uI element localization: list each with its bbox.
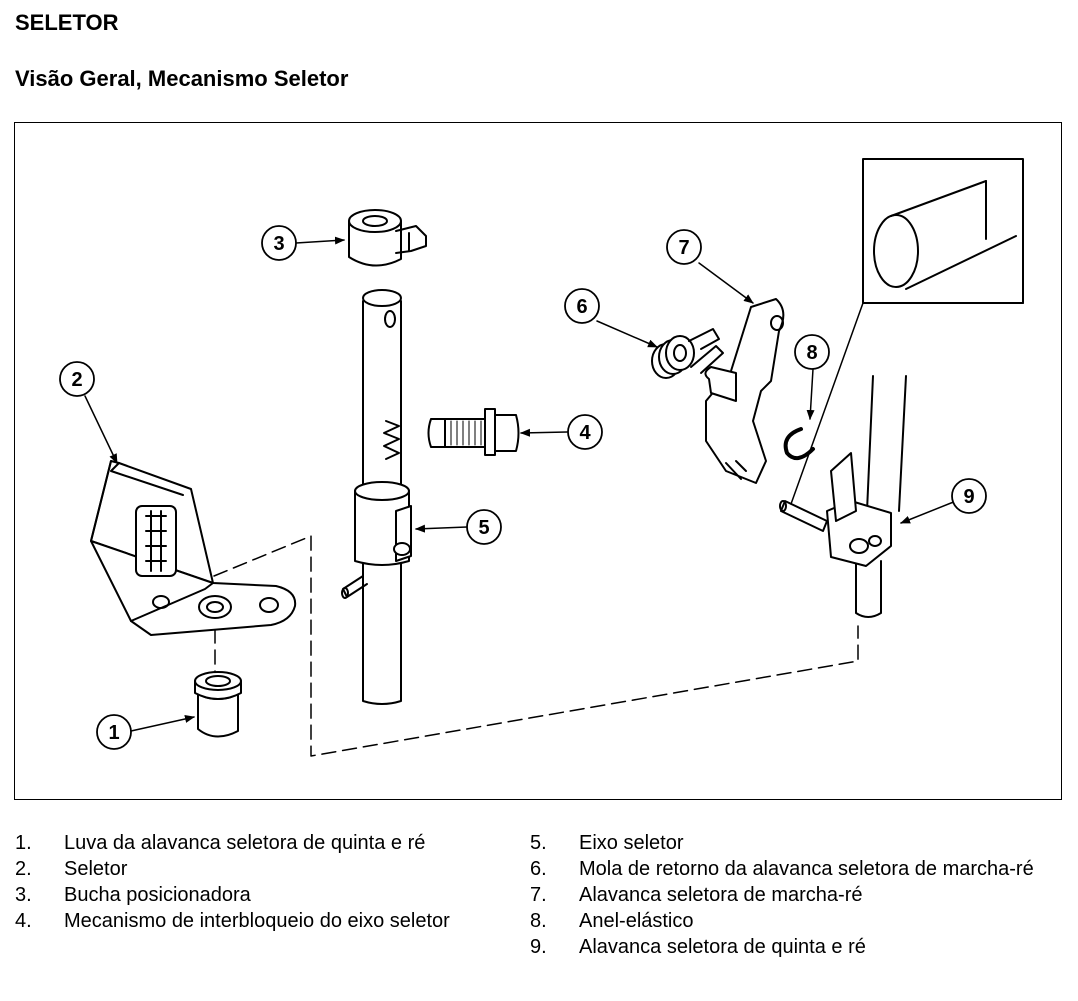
- callout-1: 1: [108, 722, 119, 744]
- page-title: SELETOR: [15, 10, 119, 35]
- legend-number: 1.: [15, 832, 32, 854]
- legend-text: Mola de retorno da alavanca seletora de …: [579, 858, 1034, 880]
- callout-leaders: [84, 236, 957, 732]
- callout-9: 9: [963, 486, 974, 508]
- legend-text: Alavanca seletora de quinta e ré: [579, 936, 866, 958]
- part-selector-bracket: [90, 460, 297, 636]
- callout-2: 2: [71, 369, 82, 391]
- legend-text: Eixo seletor: [579, 832, 684, 854]
- part-interlock-mechanism: [427, 408, 520, 456]
- callout-circles: [59, 225, 987, 750]
- part-reverse-lever: [704, 298, 785, 484]
- callout-4: 4: [579, 422, 591, 444]
- callout-6: 6: [576, 296, 587, 318]
- legend-number: 9.: [530, 936, 547, 958]
- legend-item: 1. Luva da alavanca seletora de quinta e…: [15, 830, 475, 856]
- part-fifth-reverse-lever: [779, 375, 907, 618]
- legend-item: 9. Alavanca seletora de quinta e ré: [530, 934, 1058, 960]
- assembly-dashed-line: [213, 535, 859, 757]
- legend-text: Seletor: [64, 858, 128, 880]
- legend-text: Mecanismo de interbloqueio do eixo selet…: [64, 910, 450, 932]
- callout-8: 8: [806, 342, 817, 364]
- legend-item: 2. Seletor: [15, 856, 475, 882]
- legend-number: 4.: [15, 910, 32, 932]
- part-positioning-bush: [348, 209, 427, 267]
- legend-item: 4. Mecanismo de interbloqueio do eixo se…: [15, 908, 475, 934]
- exploded-diagram: 3 2 1 4 5 6 7 8 9: [14, 122, 1062, 800]
- part-return-spring: [651, 328, 724, 379]
- part-sleeve: [194, 671, 242, 738]
- legend-number: 7.: [530, 884, 547, 906]
- legend-item: 8. Anel-elástico: [530, 908, 1058, 934]
- legend-left: 1. Luva da alavanca seletora de quinta e…: [15, 830, 475, 934]
- legend-right: 5. Eixo seletor 6. Mola de retorno da al…: [530, 830, 1058, 960]
- legend-item: 5. Eixo seletor: [530, 830, 1058, 856]
- inset-detail: [790, 158, 1024, 505]
- callout-7: 7: [678, 237, 689, 259]
- legend-number: 6.: [530, 858, 547, 880]
- callout-3: 3: [273, 233, 284, 255]
- legend-text: Luva da alavanca seletora de quinta e ré: [64, 832, 426, 854]
- legend-item: 3. Bucha posicionadora: [15, 882, 475, 908]
- legend-text: Alavanca seletora de marcha-ré: [579, 884, 863, 906]
- legend-item: 7. Alavanca seletora de marcha-ré: [530, 882, 1058, 908]
- part-circlip: [783, 427, 815, 461]
- legend-number: 8.: [530, 910, 547, 932]
- legend-number: 3.: [15, 884, 32, 906]
- part-selector-shaft: [341, 289, 412, 705]
- legend-item: 6. Mola de retorno da alavanca seletora …: [530, 856, 1058, 882]
- legend-number: 2.: [15, 858, 32, 880]
- legend-number: 5.: [530, 832, 547, 854]
- callout-5: 5: [478, 517, 489, 539]
- legend-text: Bucha posicionadora: [64, 884, 251, 906]
- section-title: Visão Geral, Mecanismo Seletor: [15, 66, 349, 91]
- legend-text: Anel-elástico: [579, 910, 694, 932]
